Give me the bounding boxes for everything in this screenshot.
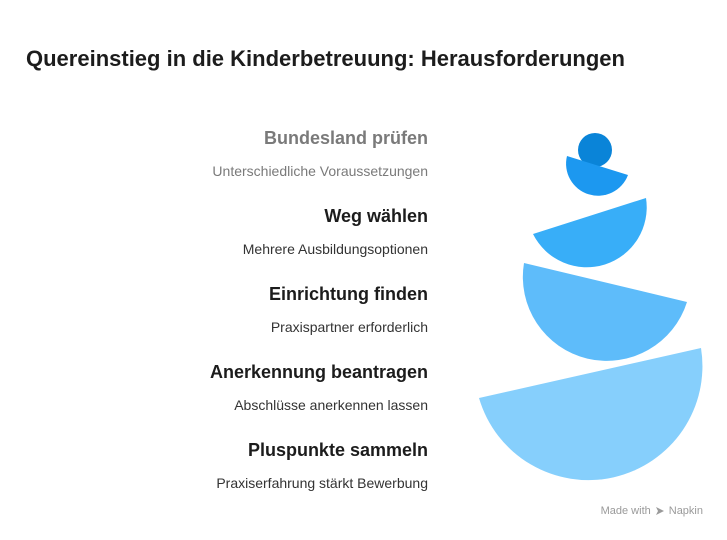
step-pluspunkte: Pluspunkte sammeln Praxiserfahrung stärk… (216, 439, 428, 492)
stone-3 (533, 198, 647, 268)
step-heading: Anerkennung beantragen (209, 362, 428, 382)
balanced-stones-graphic (479, 133, 703, 481)
step-heading: Bundesland prüfen (263, 128, 428, 148)
step-weg: Weg wählen Mehrere Ausbildungsoptionen (243, 205, 428, 258)
step-description: Mehrere Ausbildungsoptionen (242, 241, 428, 257)
stone-2 (566, 156, 628, 196)
made-with-napkin: Made with Napkin (601, 505, 703, 517)
step-description: Praxiserfahrung stärkt Bewerbung (216, 475, 428, 491)
stone-top (578, 133, 612, 167)
step-anerkennung: Anerkennung beantragen Abschlüsse anerke… (210, 361, 428, 414)
step-description: Unterschiedliche Voraussetzungen (212, 163, 428, 179)
napkin-logo-icon (655, 507, 664, 515)
step-description: Praxispartner erforderlich (270, 319, 428, 335)
page-title: Quereinstieg in die Kinderbetreuung: Her… (26, 46, 625, 71)
step-einrichtung: Einrichtung finden Praxispartner erforde… (269, 283, 428, 336)
step-heading: Einrichtung finden (269, 284, 428, 304)
step-heading: Pluspunkte sammeln (247, 440, 428, 460)
step-description: Abschlüsse anerkennen lassen (234, 397, 428, 413)
stone-4 (522, 263, 687, 361)
napkin-brand: Napkin (668, 505, 703, 517)
step-heading: Weg wählen (324, 206, 428, 226)
stone-bottom (479, 348, 703, 481)
step-bundesland: Bundesland prüfen Unterschiedliche Vorau… (212, 127, 428, 180)
made-with-label: Made with (600, 505, 651, 517)
